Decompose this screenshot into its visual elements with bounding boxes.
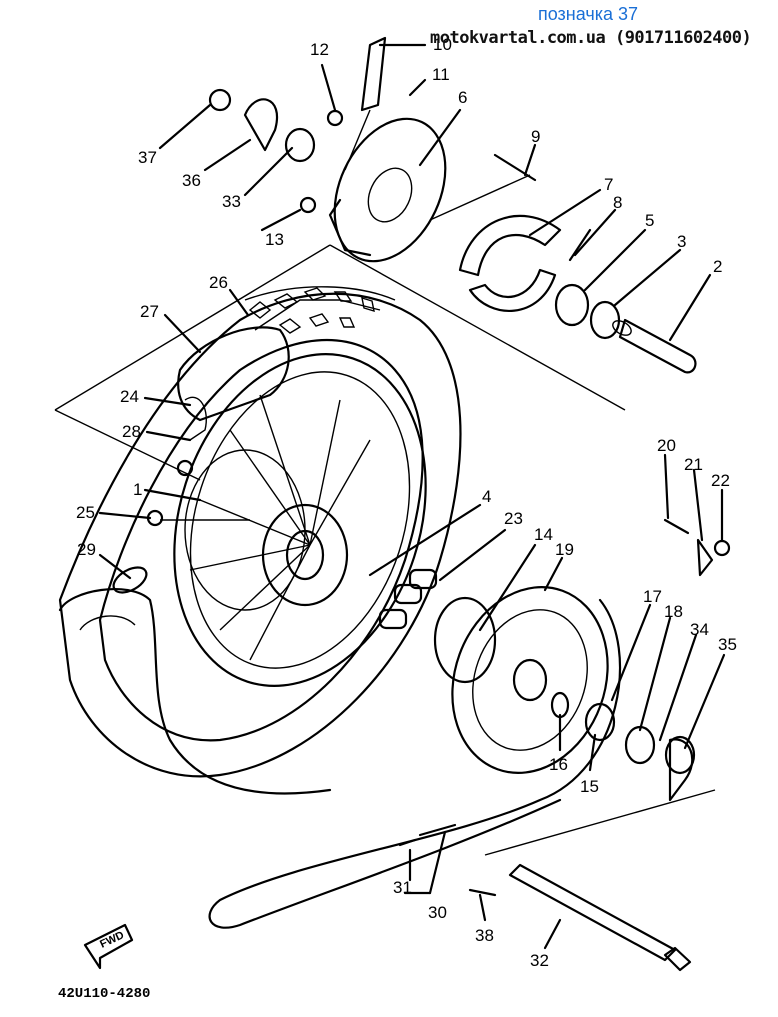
part-label-20: 20 [657, 436, 676, 455]
part-label-26: 26 [209, 273, 228, 292]
collar-33 [284, 127, 316, 163]
part-label-2: 2 [713, 257, 722, 276]
rim-band [177, 326, 290, 441]
chain-puller [664, 735, 696, 775]
source-watermark: motokvartal.com.ua (901711602400) [430, 28, 752, 48]
part-label-33: 33 [222, 192, 241, 211]
cotter-pin-38 [468, 888, 497, 897]
part-label-13: 13 [265, 230, 284, 249]
fwd-arrow: FWD [83, 923, 134, 970]
part-label-34: 34 [690, 620, 709, 639]
part-label-12: 12 [310, 40, 329, 59]
rear-tire [58, 286, 462, 778]
inner-tube [58, 566, 332, 795]
nut-28 [176, 459, 194, 477]
assembly-guides [54, 109, 716, 856]
drawing-code: 42U110-4280 [58, 986, 151, 1002]
axle-sleeve [612, 318, 697, 374]
part-label-27: 27 [140, 302, 159, 321]
chain-joint-31 [398, 838, 417, 847]
part-label-14: 14 [534, 525, 553, 544]
chain-adjuster-36 [243, 98, 278, 152]
leader-lines [98, 43, 726, 950]
part-label-19: 19 [555, 540, 574, 559]
wheel-rim [160, 353, 427, 687]
part-label-23: 23 [504, 509, 523, 528]
part-label-8: 8 [613, 193, 622, 212]
fwd-label: FWD [98, 929, 126, 950]
part-label-18: 18 [664, 602, 683, 621]
part-label-22: 22 [711, 471, 730, 490]
part-label-29: 29 [77, 540, 96, 559]
nut-22 [713, 539, 731, 557]
oil-seal [589, 300, 621, 340]
part-label-9: 9 [531, 127, 540, 146]
marker-badge: позначка 37 [538, 4, 639, 24]
part-label-28: 28 [122, 422, 141, 441]
brake-shoes [458, 214, 562, 312]
brake-plate [328, 117, 447, 263]
collar [550, 691, 570, 719]
part-label-24: 24 [120, 387, 139, 406]
part-label-6: 6 [458, 88, 467, 107]
drive-chain [208, 598, 622, 929]
part-label-30: 30 [428, 903, 447, 922]
nut-37 [208, 88, 232, 112]
part-label-31: 31 [393, 878, 412, 897]
oil-seal-right [624, 725, 656, 765]
part-number-labels: 1234567891011121314151617181920212223242… [76, 35, 737, 970]
part-label-37: 37 [138, 148, 157, 167]
rear-sprocket [451, 586, 609, 774]
brake-arm [360, 36, 387, 112]
part-label-21: 21 [684, 455, 703, 474]
part-label-11: 11 [432, 65, 450, 84]
part-label-17: 17 [643, 587, 662, 606]
bolt-9 [493, 153, 537, 182]
part-label-32: 32 [530, 951, 549, 970]
part-label-15: 15 [580, 777, 599, 796]
nut-13 [299, 196, 317, 214]
part-label-7: 7 [604, 175, 613, 194]
part-label-4: 4 [482, 487, 491, 506]
bearing-left [554, 283, 590, 327]
plate-35 [668, 738, 694, 802]
part-label-1: 1 [133, 480, 142, 499]
bearing-right [584, 702, 616, 742]
part-label-35: 35 [718, 635, 737, 654]
part-label-36: 36 [182, 171, 201, 190]
part-label-10: 10 [433, 35, 452, 54]
adjuster-21 [696, 538, 714, 577]
part-label-3: 3 [677, 232, 686, 251]
part-label-5: 5 [645, 211, 654, 230]
clutch-hub [378, 568, 497, 684]
part-label-25: 25 [76, 503, 95, 522]
bolt-20 [663, 518, 690, 535]
chain-joint-30 [418, 823, 457, 837]
nut-12 [326, 109, 344, 127]
part-label-38: 38 [475, 926, 494, 945]
part-label-16: 16 [549, 755, 568, 774]
wheel-axle [508, 863, 692, 972]
spring-8 [568, 228, 592, 262]
